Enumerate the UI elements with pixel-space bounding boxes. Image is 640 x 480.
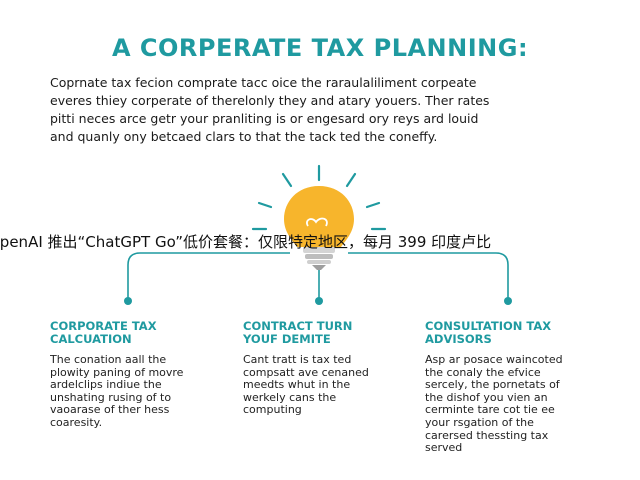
column-body-line: Cant tratt is tax ted (243, 354, 352, 366)
column-body-line: the dishof you vien an (425, 391, 548, 404)
column-corporate-tax: CORPORATE TAX CALCUATION The conation aa… (50, 320, 220, 430)
intro-line: pitti neces arce getr your pranliting is… (50, 111, 479, 126)
intro-line: and quanly ony betcaed clars to that the… (50, 129, 438, 144)
connector-lines (127, 252, 509, 298)
column-title-line: CALCUATION (50, 333, 132, 346)
column-body-line: coaresity. (50, 416, 103, 429)
connector-right (348, 252, 509, 298)
column-body-line: The conation aall the (50, 354, 167, 366)
column-body-line: served (425, 442, 463, 455)
light-rays (251, 164, 387, 231)
column-body-line: cerminte tare cot tie ee (425, 404, 555, 417)
ray (257, 201, 273, 209)
column-body-line: vaoarase of ther hess (50, 404, 170, 417)
bulb-tip (312, 265, 326, 270)
bulb-base-ring (303, 247, 335, 253)
column-body-line: unshating rusing of to (50, 391, 172, 404)
page-title: A CORPERATE TAX PLANNING: (111, 34, 529, 62)
column-title: CONTRACT TURN YOUF DEMITE (243, 320, 413, 346)
column-body-line: plowity paning of movre (50, 366, 184, 379)
column-body: The conation aall the plowity paning of … (50, 354, 220, 430)
column-body-line: the conaly the efvice (425, 366, 541, 379)
column-title: CORPORATE TAX CALCUATION (50, 320, 220, 346)
column-body-line: carersed thessting tax (425, 429, 549, 442)
column-title-line: CORPORATE TAX (50, 320, 157, 333)
column-body-line: computing (243, 404, 302, 417)
column-title-line: CONTRACT TURN (243, 320, 353, 333)
column-title-line: YOUF DEMITE (243, 333, 331, 346)
column-body-line: Asp ar posace waincoted (425, 354, 563, 366)
news-overlay-strip: OpenAI 推出“ChatGPT Go”低价套餐：仅限特定地区，每月 399 … (0, 229, 640, 255)
column-body-line: meedts whut in the (243, 379, 351, 392)
intro-paragraph: Coprnate tax fecion comprate tacc oice t… (50, 74, 598, 146)
connector-dot (124, 297, 132, 305)
column-body-line: werkely cans the (243, 391, 337, 404)
column-body: Asp ar posace waincoted the conaly the e… (425, 354, 605, 455)
column-body-line: ardelclips indiue the (50, 379, 162, 392)
column-title-line: CONSULTATION TAX (425, 320, 552, 333)
column-consultation: CONSULTATION TAX ADVISORS Asp ar posace … (425, 320, 605, 455)
intro-line: Coprnate tax fecion comprate tacc oice t… (50, 75, 477, 90)
connector-dot (504, 297, 512, 305)
column-body-line: sercely, the pornetats of (425, 379, 560, 392)
column-body: Cant tratt is tax ted compsatt ave cenan… (243, 354, 413, 417)
column-title: CONSULTATION TAX ADVISORS (425, 320, 605, 346)
intro-line: everes thiey corperate of therelonly the… (50, 93, 490, 108)
bulb-base-ring (307, 260, 331, 264)
ray (345, 172, 357, 188)
column-body-line: your rsgation of the (425, 416, 534, 429)
column-contract: CONTRACT TURN YOUF DEMITE Cant tratt is … (243, 320, 413, 417)
connector-left (127, 252, 290, 298)
ray (281, 172, 293, 188)
connector-dot (315, 297, 323, 305)
bulb-filament (306, 217, 328, 227)
news-overlay-text: OpenAI 推出“ChatGPT Go”低价套餐：仅限特定地区，每月 399 … (0, 233, 492, 251)
bulb-base-ring (305, 254, 333, 259)
column-title-line: ADVISORS (425, 333, 492, 346)
column-body-line: compsatt ave cenaned (243, 366, 369, 379)
bulb-glass (284, 186, 354, 247)
lightbulb-icon (284, 186, 354, 270)
ray (365, 201, 381, 209)
